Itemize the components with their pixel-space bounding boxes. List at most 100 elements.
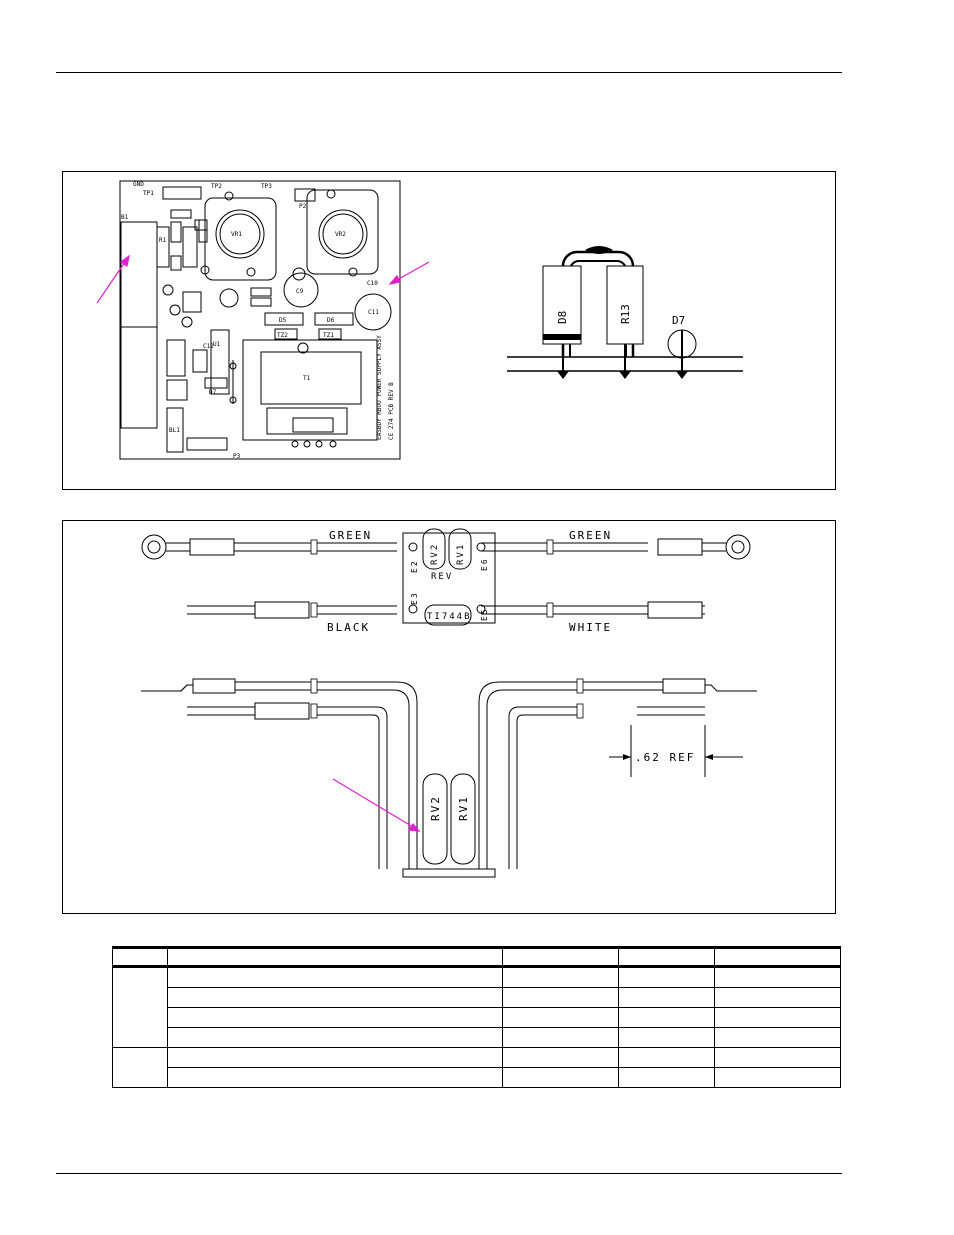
footer-rule bbox=[56, 1173, 842, 1174]
table-row bbox=[112, 966, 841, 1048]
table-cell bbox=[714, 1007, 841, 1028]
arrow-b1 bbox=[96, 261, 126, 304]
header-cell bbox=[618, 946, 716, 968]
ring-terminal-left bbox=[141, 534, 167, 560]
vr2-label: VR2 bbox=[335, 231, 346, 238]
wire-harness-drawing: GREEN GREEN BLACK WHITE REV RV2 RV1 E2 E… bbox=[141, 528, 757, 878]
table-cell bbox=[618, 987, 716, 1008]
table-row bbox=[112, 1047, 841, 1088]
p3-label: P3 bbox=[233, 453, 241, 460]
table-cell bbox=[166, 1027, 504, 1048]
table-cell bbox=[714, 1067, 841, 1088]
arrow-rv-head bbox=[407, 823, 421, 832]
table-row bbox=[113, 1067, 841, 1088]
table-cell bbox=[166, 1067, 504, 1088]
d7-pcb-label: D7 bbox=[209, 389, 217, 396]
part-number-label: TI744B bbox=[427, 612, 472, 622]
table-cell bbox=[714, 987, 841, 1008]
d8-label: D8 bbox=[556, 311, 569, 324]
tp3-label: TP3 bbox=[261, 183, 272, 190]
table-row bbox=[113, 1027, 841, 1048]
vr1-label: VR1 bbox=[231, 231, 242, 238]
vr2-outline bbox=[306, 189, 379, 275]
rv1-top-label: RV1 bbox=[456, 543, 466, 565]
arrow-rv bbox=[332, 778, 414, 828]
green-right-label: GREEN bbox=[569, 529, 612, 542]
r13-body bbox=[606, 265, 644, 345]
header-rule bbox=[56, 72, 842, 73]
u1-label: U1 bbox=[213, 341, 221, 348]
d7-label: D7 bbox=[672, 314, 685, 327]
tp2-label: TP2 bbox=[211, 183, 222, 190]
e2-label: E2 bbox=[410, 559, 419, 573]
parts-table bbox=[112, 946, 841, 1088]
table-cell bbox=[618, 1027, 716, 1048]
board-text-rev: CE 274 PCB REV B bbox=[388, 382, 395, 440]
vr1-outline bbox=[204, 197, 277, 281]
table-cell bbox=[502, 1027, 620, 1048]
table-cell bbox=[618, 1047, 716, 1068]
table-row bbox=[113, 987, 841, 1008]
table-cell bbox=[166, 1007, 504, 1028]
table-cell bbox=[618, 966, 716, 988]
tp1-label: TP1 bbox=[143, 190, 154, 197]
b1-outline bbox=[120, 221, 158, 429]
c12-label: C12 bbox=[203, 343, 214, 350]
c11-label: C11 bbox=[368, 309, 379, 316]
rv2-top-label: RV2 bbox=[430, 543, 440, 565]
header-cell bbox=[714, 946, 841, 968]
table-cell bbox=[502, 1067, 620, 1088]
group-label-cell bbox=[112, 1047, 168, 1088]
r13-label: R13 bbox=[619, 304, 632, 324]
u1-outline bbox=[210, 329, 230, 395]
rev-label: REV bbox=[431, 572, 453, 582]
pcb-board-outline bbox=[119, 180, 401, 460]
header-cell bbox=[166, 946, 504, 968]
dimension-label: .62 REF bbox=[635, 751, 695, 764]
p2-label: P2 bbox=[299, 203, 307, 210]
table-cell bbox=[714, 966, 841, 988]
rv1-bottom-label: RV1 bbox=[457, 795, 470, 821]
header-cell bbox=[112, 946, 168, 968]
d5-label: D5 bbox=[279, 317, 287, 324]
t1-outline bbox=[242, 339, 378, 441]
table-cell bbox=[502, 987, 620, 1008]
pcb-figure-panel: GND TP1 TP2 TP3 P2 VR1 VR2 B1 R1 C9 C10 … bbox=[62, 171, 836, 490]
table-cell bbox=[618, 1067, 716, 1088]
arrow-b1-head bbox=[119, 254, 130, 267]
varistor-block bbox=[402, 532, 496, 624]
black-label: BLACK bbox=[327, 621, 370, 634]
table-cell bbox=[714, 1027, 841, 1048]
table-cell bbox=[618, 1007, 716, 1028]
arrow-c10-head bbox=[388, 274, 401, 285]
green-left-label: GREEN bbox=[329, 529, 372, 542]
table-cell bbox=[502, 1007, 620, 1028]
arrow-c10 bbox=[396, 261, 430, 281]
wire-harness-panel: GREEN GREEN BLACK WHITE REV RV2 RV1 E2 E… bbox=[62, 520, 836, 914]
table-cell bbox=[714, 1047, 841, 1068]
group-label-cell bbox=[112, 966, 168, 1048]
header-cell bbox=[502, 946, 620, 968]
c9-outline bbox=[283, 272, 319, 308]
t1-label: T1 bbox=[303, 375, 311, 382]
gnd-label: GND bbox=[133, 181, 144, 188]
table-cell bbox=[502, 966, 620, 988]
table-cell bbox=[502, 1047, 620, 1068]
c11-outline bbox=[354, 293, 392, 331]
bl1-label: BL1 bbox=[169, 427, 180, 434]
tz2-label: TZ2 bbox=[277, 332, 288, 339]
pcb-drawing: GND TP1 TP2 TP3 P2 VR1 VR2 B1 R1 C9 C10 … bbox=[96, 180, 743, 460]
e5-label: E5 bbox=[480, 607, 489, 621]
r1-label: R1 bbox=[159, 237, 167, 244]
b1-label: B1 bbox=[121, 214, 129, 221]
c10-label: C10 bbox=[367, 280, 378, 287]
white-label: WHITE bbox=[569, 621, 612, 634]
e3-label: E3 bbox=[410, 591, 419, 605]
d6-label: D6 bbox=[327, 317, 335, 324]
table-cell bbox=[166, 987, 504, 1008]
table-cell bbox=[166, 966, 504, 988]
table-cell bbox=[166, 1047, 504, 1068]
c9-label: C9 bbox=[296, 288, 304, 295]
table-header-row bbox=[112, 946, 841, 968]
d8-body bbox=[542, 265, 582, 345]
